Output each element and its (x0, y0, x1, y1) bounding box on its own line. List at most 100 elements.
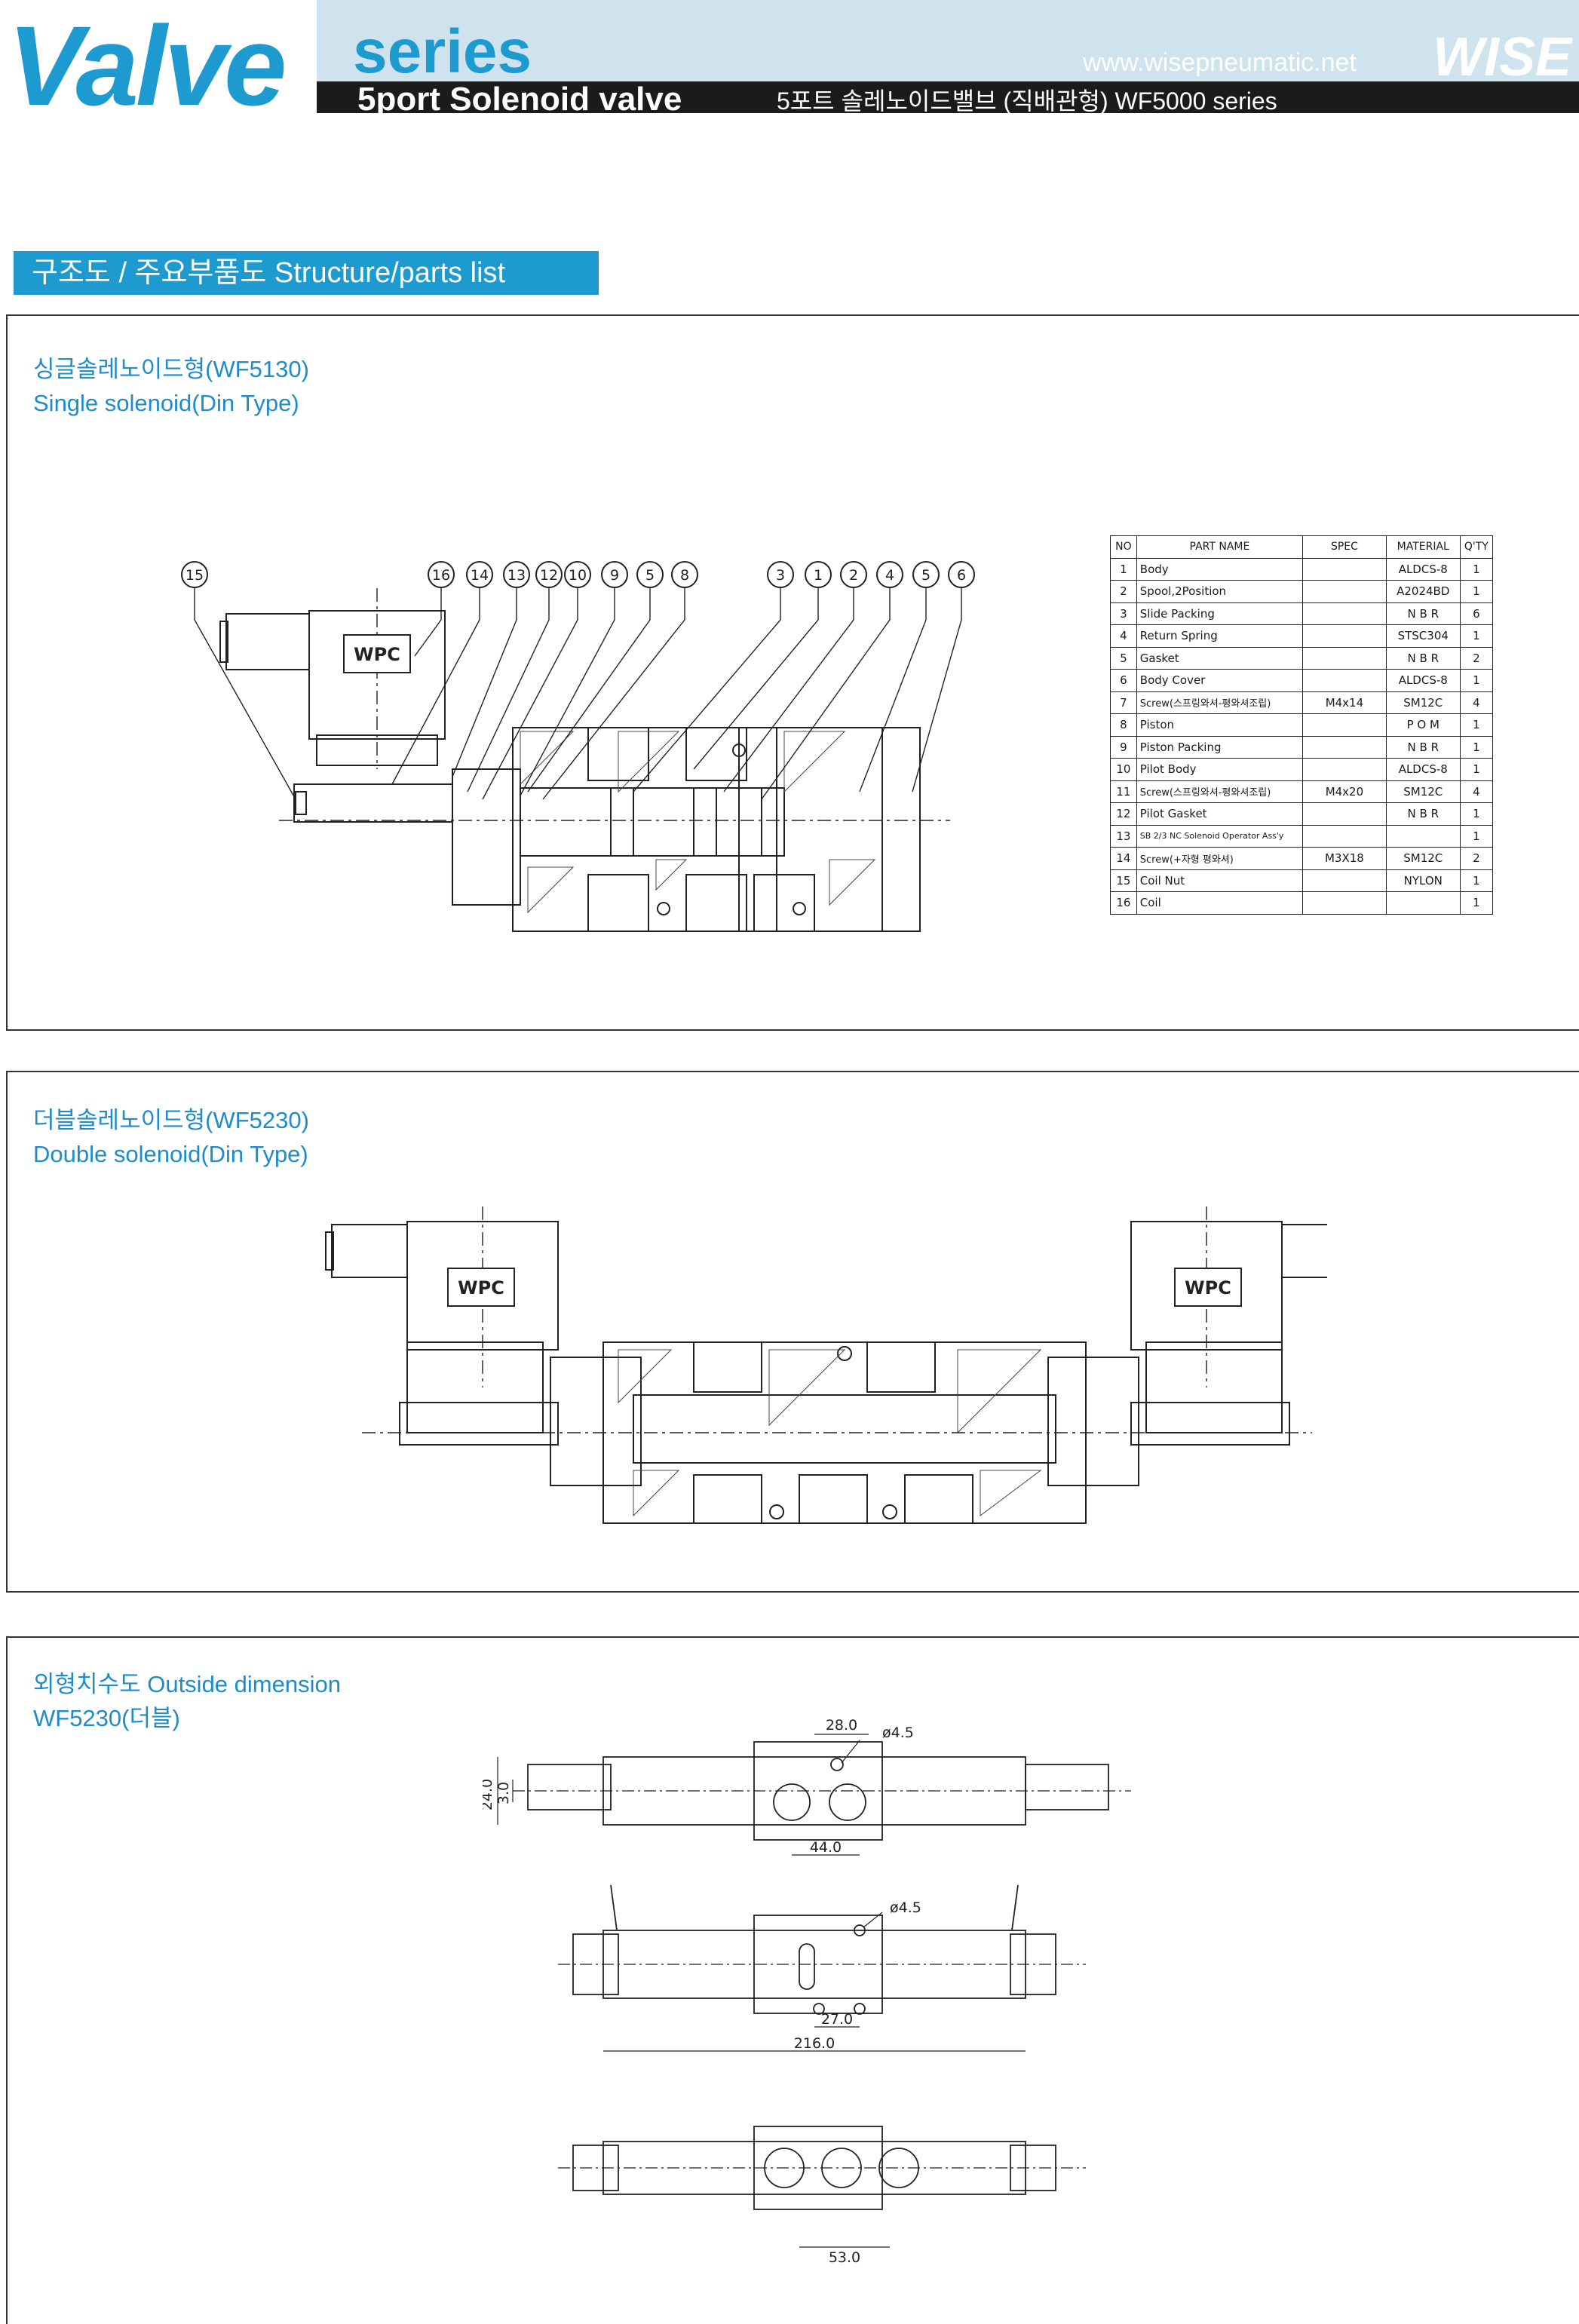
dim-28: 28.0 (826, 1717, 857, 1734)
part-no: 16 (1110, 891, 1137, 915)
callout-number: 9 (610, 567, 619, 584)
part-qty: 1 (1459, 669, 1494, 692)
part-no: 12 (1110, 802, 1137, 826)
callout-leader (912, 587, 962, 793)
part-name: SB 2/3 NC Solenoid Operator Ass'y (1136, 824, 1304, 848)
part-qty: 1 (1459, 891, 1494, 915)
part-material: A2024BD (1385, 580, 1461, 603)
col-material: MATERIAL (1385, 535, 1461, 559)
parts-table-header: NO PART NAME SPEC MATERIAL Q'TY (1110, 535, 1494, 559)
part-no: 3 (1110, 602, 1137, 625)
part-name: Spool,2Position (1136, 580, 1304, 603)
part-no: 14 (1110, 847, 1137, 870)
dim-216: 216.0 (794, 2035, 835, 2052)
callout-leader (723, 587, 854, 793)
header-background (317, 0, 1579, 83)
callout-number: 13 (507, 567, 526, 584)
part-no: 4 (1110, 624, 1137, 648)
dim-44: 44.0 (810, 1839, 842, 1856)
part-qty: 1 (1459, 824, 1494, 848)
part-material: P O M (1385, 713, 1461, 737)
part-spec: M4x20 (1302, 780, 1387, 803)
single-solenoid-title-en: Single solenoid(Din Type) (33, 389, 299, 416)
double-solenoid-drawing: WPC WPC (325, 1206, 1327, 1524)
part-spec (1302, 713, 1387, 737)
website-url[interactable]: www.wisepneumatic.net (1083, 48, 1357, 77)
dim-3: 3.0 (495, 1782, 512, 1804)
part-spec (1302, 802, 1387, 826)
callout-leader (542, 587, 685, 800)
single-solenoid-title: 싱글솔레노이드형(WF5130) Single solenoid(Din Typ… (33, 353, 309, 421)
part-spec (1302, 669, 1387, 692)
double-wpc-label-left: WPC (458, 1277, 504, 1298)
double-solenoid-title-kr: 더블솔레노이드형(WF5230) (33, 1107, 309, 1133)
part-spec (1302, 869, 1387, 892)
brand-title: Valve (8, 2, 287, 129)
col-spec: SPEC (1302, 535, 1387, 559)
part-qty: 1 (1459, 557, 1494, 581)
outside-dimension-title-text: 외형치수도 Outside dimension (33, 1671, 341, 1697)
part-material: SM12C (1385, 847, 1461, 870)
part-material: ALDCS-8 (1385, 557, 1461, 581)
part-no: 1 (1110, 557, 1137, 581)
part-spec (1302, 557, 1387, 581)
part-spec (1302, 624, 1387, 648)
part-material (1385, 891, 1461, 915)
dim-53: 53.0 (829, 2249, 860, 2266)
part-no: 6 (1110, 669, 1137, 692)
part-spec (1302, 602, 1387, 625)
dim-diameter-middle: ø4.5 (890, 1899, 921, 1916)
part-material: N B R (1385, 646, 1461, 670)
part-no: 7 (1110, 691, 1137, 714)
part-no: 10 (1110, 758, 1137, 781)
part-name: Pilot Gasket (1136, 802, 1304, 826)
part-name: Piston (1136, 713, 1304, 737)
part-material: STSC304 (1385, 624, 1461, 648)
part-material: N B R (1385, 802, 1461, 826)
part-no: 15 (1110, 869, 1137, 892)
part-spec (1302, 735, 1387, 759)
part-qty: 1 (1459, 735, 1494, 759)
callout-leader (414, 587, 442, 657)
callout-number: 5 (921, 567, 931, 584)
part-qty: 1 (1459, 802, 1494, 826)
part-no: 9 (1110, 735, 1137, 759)
part-material: ALDCS-8 (1385, 758, 1461, 781)
single-solenoid-title-kr: 싱글솔레노이드형(WF5130) (33, 356, 309, 382)
dim-27: 27.0 (821, 2011, 853, 2028)
col-qty: Q'TY (1459, 535, 1494, 559)
callout-number: 4 (885, 567, 894, 584)
part-qty: 1 (1459, 758, 1494, 781)
part-spec (1302, 824, 1387, 848)
part-material: N B R (1385, 602, 1461, 625)
part-qty: 4 (1459, 691, 1494, 714)
part-spec (1302, 758, 1387, 781)
dim-24: 24.0 (483, 1779, 495, 1810)
series-title: series (353, 17, 532, 86)
double-solenoid-panel (6, 1071, 1579, 1593)
outside-dimension-title: 외형치수도 Outside dimension WF5230(더블) (33, 1668, 341, 1736)
callout-number: 12 (540, 567, 558, 584)
part-name: Slide Packing (1136, 602, 1304, 625)
col-no: NO (1110, 535, 1137, 559)
callout-number: 3 (776, 567, 785, 584)
part-name: Body Cover (1136, 669, 1304, 692)
part-name: Screw(스프링와셔-평와셔조립) (1136, 780, 1304, 803)
part-name: Body (1136, 557, 1304, 581)
part-qty: 4 (1459, 780, 1494, 803)
part-no: 2 (1110, 580, 1137, 603)
double-solenoid-title-en: Double solenoid(Din Type) (33, 1140, 308, 1167)
callout-leader (452, 587, 517, 777)
callout-leader (194, 587, 296, 800)
part-no: 13 (1110, 824, 1137, 848)
callout-leader (391, 587, 480, 785)
